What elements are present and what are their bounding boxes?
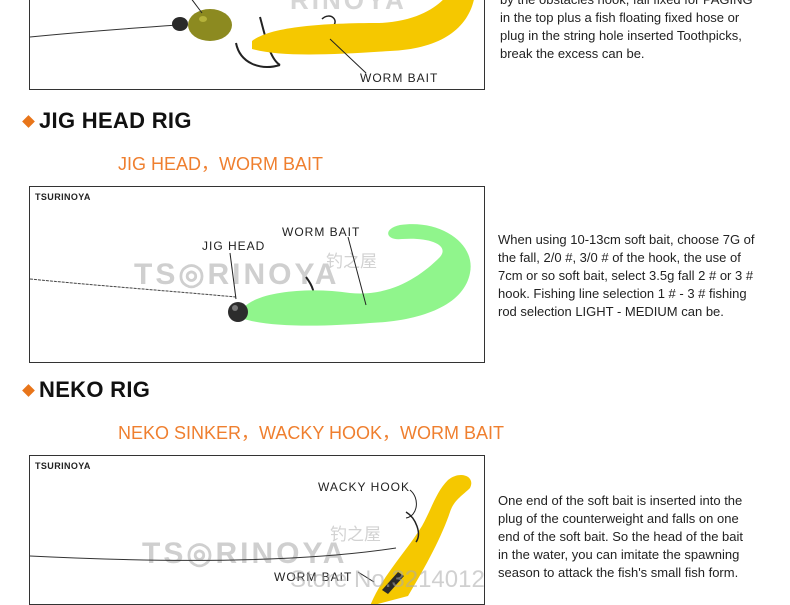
neko-sinker	[382, 572, 404, 594]
neko-rig-diagram-panel: TSURINOYA TS◎RINOYA 钓之屋 WACKY HOOK WORM …	[29, 455, 485, 605]
jig-head-rig-subtitle: JIG HEAD，WORM BAIT	[118, 154, 324, 174]
bead	[172, 17, 188, 31]
neko-rig-illustration	[30, 474, 472, 604]
wacky-hook	[405, 511, 420, 543]
jig-head-rig-diagram-panel: TSURINOYA TS◎RINOYA 钓之屋 JIG HEAD WORM BA…	[29, 186, 485, 363]
brand-logo: TSURINOYA	[35, 192, 91, 202]
neko-rig-subtitle: NEKO SINKER，WACKY HOOK，WORM BAIT	[118, 423, 505, 443]
jig-heading-bullet-icon	[22, 115, 35, 128]
neko-description-line: in the water, you can imitate the spawni…	[498, 547, 740, 562]
top-rig-illustration	[30, 0, 474, 74]
jig-head-rig-illustration	[30, 224, 471, 326]
label-jig-head: JIG HEAD	[202, 239, 266, 253]
neko-description-line: end of the soft bait. So the head of the…	[498, 529, 744, 544]
top-description-line: by the obstacles hook, fall fixed for PA…	[500, 0, 782, 9]
jig-description-line: rod selection LIGHT - MEDIUM can be.	[498, 304, 724, 319]
jig-head-ball	[228, 302, 248, 322]
top-panel-watermark: RINOYA	[290, 0, 407, 15]
fishing-line	[30, 278, 237, 298]
fishing-line	[30, 24, 179, 38]
sinker	[188, 9, 232, 41]
neko-description-line: One end of the soft bait is inserted int…	[498, 493, 743, 508]
neko-rig-heading: NEKO RIG	[39, 377, 151, 402]
neko-heading-bullet-icon	[22, 384, 35, 397]
label-worm-bait: WORM BAIT	[282, 225, 361, 239]
neko-panel-watermark-cn: 钓之屋	[330, 525, 381, 545]
top-description: by the obstacles hook, fall fixed for PA…	[500, 0, 782, 63]
top-description-line: plug in the string hole inserted Toothpi…	[500, 28, 742, 43]
label-worm-bait: WORM BAIT	[360, 71, 439, 85]
brand-logo: TSURINOYA	[35, 461, 91, 471]
label-worm-bait: WORM BAIT	[274, 570, 353, 584]
top-description-line: in the top plus a fish floating fixed ho…	[500, 10, 740, 25]
worm-bait-shape	[244, 224, 471, 326]
jig-description-line: the fall, 2/0 #, 3/0 # of the hook, the …	[498, 250, 741, 265]
fishing-line	[30, 547, 397, 561]
jig-head-rig-heading: JIG HEAD RIG	[39, 108, 192, 133]
jig-description-line: hook. Fishing line selection 1 # - 3 # f…	[498, 286, 747, 301]
top-rig-diagram-panel: RINOYA WORM BAIT	[29, 0, 485, 90]
label-wacky-hook: WACKY HOOK	[318, 480, 411, 494]
jig-panel-watermark: TS◎RINOYA	[134, 258, 340, 291]
jig-head-rig-description: When using 10-13cm soft bait, choose 7G …	[498, 231, 780, 321]
store-watermark: Store No.3214012	[290, 566, 485, 593]
neko-rig-description: One end of the soft bait is inserted int…	[498, 492, 780, 582]
jig-panel-watermark-cn: 钓之屋	[326, 252, 377, 272]
neko-description-line: plug of the counterweight and falls on o…	[498, 511, 739, 526]
top-description-line: break the excess can be.	[500, 46, 645, 61]
neko-panel-watermark: TS◎RINOYA	[142, 537, 348, 570]
worm-bait-shape	[252, 0, 474, 55]
jig-description-line: 7cm or so soft bait, select 3.5g fall 2 …	[498, 268, 754, 283]
neko-description-line: season to attack the fish's small fish f…	[498, 565, 739, 580]
worm-bait-shape	[370, 474, 472, 604]
jig-description-line: When using 10-13cm soft bait, choose 7G …	[498, 232, 755, 247]
